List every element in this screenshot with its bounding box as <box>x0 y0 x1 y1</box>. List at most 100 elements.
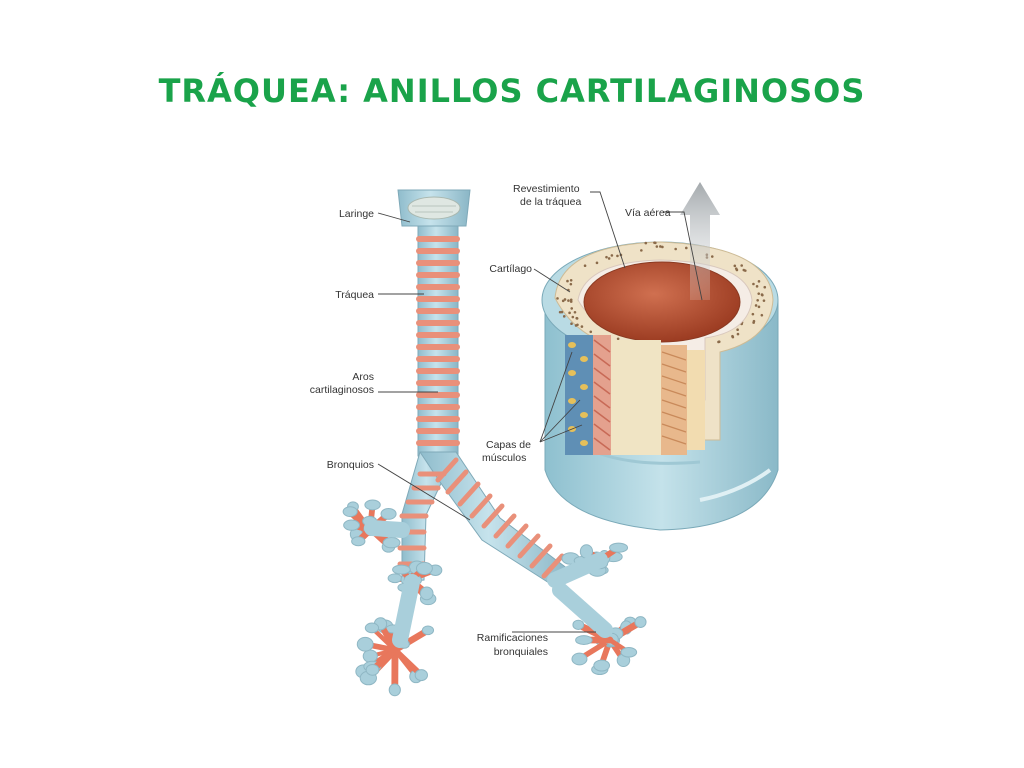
cartilage-cell <box>605 255 608 259</box>
trachea-cross-section <box>541 182 779 531</box>
alveolar-sac <box>388 683 401 697</box>
cartilage-cell <box>573 310 577 314</box>
cartilage-cell <box>580 325 584 328</box>
cartilage-cell <box>756 298 759 302</box>
bronchus-ring <box>505 523 529 549</box>
cartilage-cell <box>763 285 767 289</box>
alveolar-sac <box>634 616 647 628</box>
cartilage-cell <box>736 332 740 336</box>
label-ramificaciones: Ramificaciones <box>477 632 548 644</box>
cartilage-cell <box>751 312 755 316</box>
cartilage-cell <box>616 337 620 341</box>
cartilage-cell <box>607 257 611 260</box>
muscle-fiber <box>593 353 611 367</box>
bronchus-ring <box>541 553 565 579</box>
muscle-fiber <box>593 395 611 409</box>
airway-lumen <box>583 261 741 343</box>
label-bronquios: Bronquios <box>327 459 374 471</box>
muscle-fiber <box>593 367 611 381</box>
alveolar-sac <box>419 586 434 601</box>
cartilage-ring <box>416 320 460 326</box>
cartilage-cell <box>731 335 735 339</box>
alveolar-sac <box>620 646 638 658</box>
alveolar-sac <box>382 537 401 549</box>
bronchus-ring <box>517 533 541 559</box>
branch-trunk <box>552 582 613 638</box>
cartilage-cell <box>570 322 573 326</box>
trachea-rings <box>416 236 460 446</box>
cartilage-ring <box>416 296 460 302</box>
cartilage-ring <box>416 344 460 350</box>
alveolar-sac <box>365 663 380 676</box>
label-de-la-traquea: de la tráquea <box>520 196 581 208</box>
cartilage-cell <box>654 241 657 245</box>
cartilage-cell <box>757 280 761 283</box>
gland-cell <box>568 342 576 348</box>
cartilage-cell <box>755 285 759 288</box>
bronchus-ring <box>435 457 459 483</box>
right-bronchus <box>419 451 573 591</box>
muscle-fiber <box>661 399 687 409</box>
label-aros: Aros <box>352 371 374 383</box>
cartilage-cell <box>736 328 739 332</box>
cartilage-cell <box>661 245 664 249</box>
muscle-fiber <box>593 423 611 437</box>
bronchi-rings <box>397 457 565 579</box>
alveolar-sac <box>356 636 374 652</box>
cartilage-ring <box>416 368 460 374</box>
bronchus-ring <box>445 469 469 495</box>
label-bronquiales: bronquiales <box>494 646 548 658</box>
muscle-fiber <box>661 387 687 397</box>
cartilage-cell <box>740 264 743 267</box>
muscle-fiber <box>593 437 611 451</box>
muscle-fiber <box>661 363 687 373</box>
alveolar-sac <box>415 561 433 576</box>
cartilage-cell <box>752 282 755 286</box>
cartilage-cell <box>743 269 747 272</box>
muscle-fiber <box>661 351 687 361</box>
cartilage-ring <box>416 380 460 386</box>
cartilage-cell <box>589 330 593 334</box>
cartilage-cell <box>685 246 688 250</box>
alveolar-sac <box>351 536 366 547</box>
label-via-aerea: Vía aérea <box>625 207 671 219</box>
cartilage-cell <box>569 298 573 302</box>
muscle-fiber <box>593 409 611 423</box>
cartilage-cell <box>568 311 571 315</box>
muscle-fiber <box>593 381 611 395</box>
cartilage-cell <box>644 241 648 245</box>
cartilage-cell <box>569 300 573 303</box>
cartilage-cell <box>640 249 643 252</box>
cartilage-cell <box>674 247 677 251</box>
cartilage-cell <box>556 297 559 300</box>
alveolar-sac <box>342 506 358 518</box>
alveolar-sac <box>387 573 403 584</box>
label-cartilago: Cartílago <box>489 263 532 275</box>
cartilage-cell <box>610 254 614 257</box>
cartilage-ring <box>416 440 460 446</box>
cartilage-cell <box>570 307 574 310</box>
gland-cell <box>580 384 588 390</box>
bronchus-ring <box>529 543 553 569</box>
label-laringe: Laringe <box>339 208 374 220</box>
label-revestimiento: Revestimiento <box>513 183 580 195</box>
cartilage-ring <box>416 428 460 434</box>
cartilage-cell <box>717 340 720 344</box>
alveolar-sac <box>343 519 361 531</box>
cartilage-ring <box>416 332 460 338</box>
cartilage-ring <box>416 272 460 278</box>
alveolar-sac <box>362 649 378 663</box>
cartilage-cell <box>710 255 714 258</box>
leader-lines <box>377 191 703 633</box>
label-musculos: músculos <box>482 452 526 464</box>
cartilage-cell <box>569 279 573 282</box>
alveolar-sac <box>392 564 411 575</box>
alveolar-sac <box>364 622 380 634</box>
cartilage-cell <box>761 293 764 297</box>
cartilage-ring <box>416 416 460 422</box>
airflow-arrow <box>680 182 720 300</box>
alveolar-sac <box>571 652 588 666</box>
cartilage-ring <box>416 236 460 242</box>
cartilage-cell <box>595 261 599 265</box>
